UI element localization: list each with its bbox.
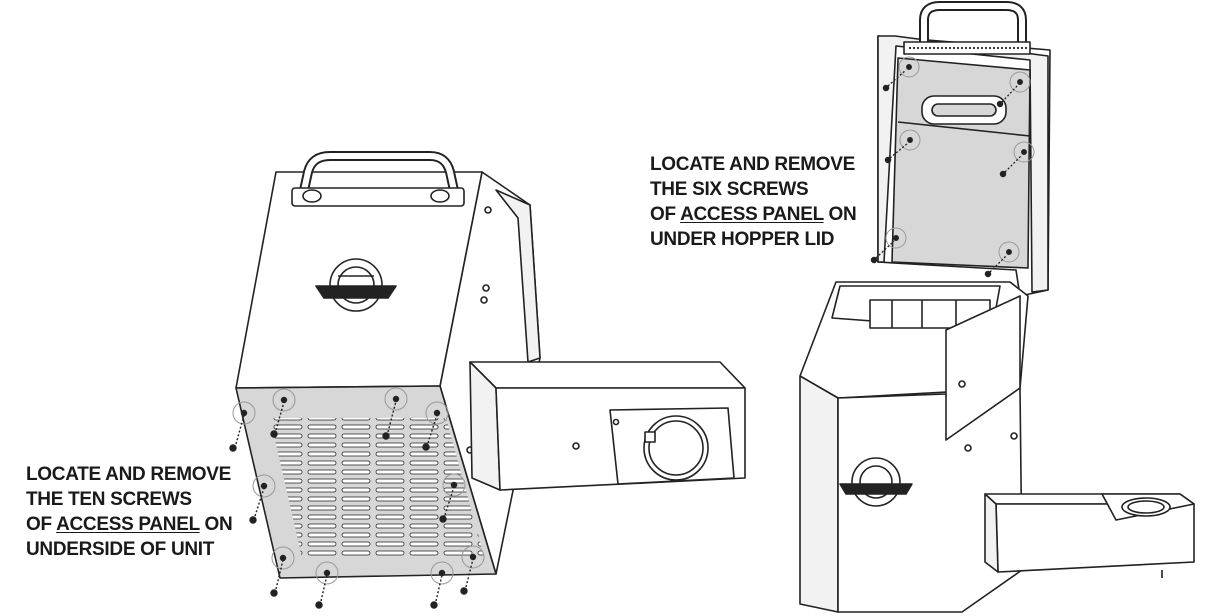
vent-dot — [1024, 46, 1028, 50]
screws-underside — [229, 395, 477, 609]
callout-underside: LOCATE AND REMOVE THE TEN SCREWS OF ACCE… — [26, 462, 233, 562]
vent-dot — [968, 46, 972, 50]
vent-dot — [932, 46, 936, 50]
vent-dot — [948, 46, 952, 50]
screw-markers-lid — [885, 56, 1035, 263]
access-panel-term: ACCESS PANEL — [680, 204, 824, 225]
brand-logo-badge-right — [839, 457, 913, 507]
vent-dot — [940, 46, 944, 50]
auger-tube — [469, 361, 746, 491]
callout-line: UNDER HOPPER LID — [650, 229, 835, 250]
screw-markers-underside — [232, 387, 485, 585]
vent-dot — [1020, 46, 1024, 50]
callout-line: THE TEN SCREWS — [26, 489, 192, 510]
brand-logo-badge — [315, 258, 397, 312]
hopper-unit-underside — [235, 151, 746, 579]
vent-dot — [944, 46, 948, 50]
vent-dot — [980, 46, 984, 50]
callout-line: OF ACCESS PANEL ON — [650, 202, 857, 227]
vent-dot — [936, 46, 940, 50]
vent-dot — [992, 46, 996, 50]
access-panel-term: ACCESS PANEL — [56, 514, 200, 535]
vent-dot — [928, 46, 932, 50]
vent-dot — [1004, 46, 1008, 50]
callout-line: LOCATE AND REMOVE — [650, 154, 855, 175]
callout-line: LOCATE AND REMOVE — [26, 464, 231, 485]
vent-dot — [960, 46, 964, 50]
screws-lid — [870, 64, 1027, 278]
access-panel-lid — [891, 57, 1031, 269]
vent-dot — [908, 46, 912, 50]
vent-dot — [996, 46, 1000, 50]
vent-dot — [972, 46, 976, 50]
callout-text: OF — [650, 204, 681, 225]
vent-dot — [1016, 46, 1020, 50]
hopper-unit-open-lid — [799, 1, 1195, 613]
callout-text: ON — [199, 514, 233, 535]
vent-dot — [964, 46, 968, 50]
vent-dot — [1000, 46, 1004, 50]
callout-line: UNDERSIDE OF UNIT — [26, 539, 215, 560]
vent-dot — [952, 46, 956, 50]
vent-dot — [1012, 46, 1016, 50]
handle — [291, 151, 465, 207]
callout-line: THE SIX SCREWS — [650, 179, 809, 200]
callout-hopper-lid: LOCATE AND REMOVE THE SIX SCREWS OF ACCE… — [650, 152, 857, 252]
vent-dot — [920, 46, 924, 50]
callout-text: ON — [823, 204, 857, 225]
vent-dot — [1008, 46, 1012, 50]
vent-dot — [984, 46, 988, 50]
vent-dot — [956, 46, 960, 50]
vent-dot — [912, 46, 916, 50]
lid-handle — [919, 1, 1027, 50]
vent-dot — [924, 46, 928, 50]
callout-text: OF — [26, 514, 57, 535]
vent-dot — [916, 46, 920, 50]
vent-dot — [988, 46, 992, 50]
vent-dot — [976, 46, 980, 50]
callout-line: OF ACCESS PANEL ON — [26, 512, 233, 537]
auger-tube-right — [984, 493, 1195, 578]
